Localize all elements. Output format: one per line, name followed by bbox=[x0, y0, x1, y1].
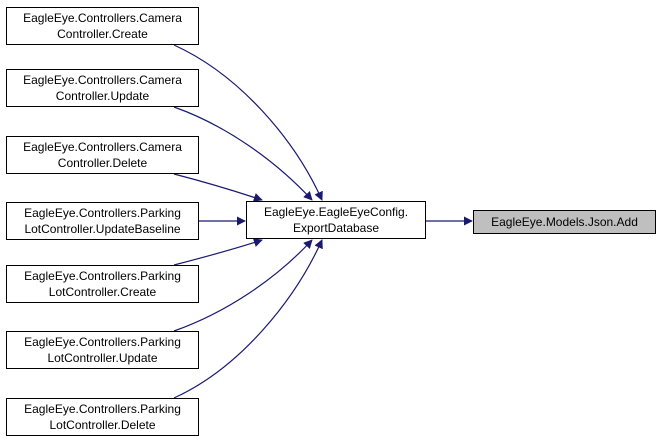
node-label-line: EagleEye.Controllers.Parking bbox=[24, 206, 181, 220]
node-label-line: EagleEye.Controllers.Parking bbox=[24, 335, 181, 349]
node-label-line: EagleEye.Controllers.Parking bbox=[24, 402, 181, 416]
node-label-line: LotController.Create bbox=[48, 285, 157, 299]
node-label-line: EagleEye.EagleEyeConfig. bbox=[263, 205, 409, 219]
node-label-line: EagleEye.Controllers.Camera bbox=[23, 140, 182, 154]
edge-cam-delete bbox=[173, 173, 263, 202]
edge-cam-update bbox=[173, 106, 313, 201]
edge-lot-create bbox=[173, 238, 263, 266]
node-label-line: EagleEye.Models.Json.Add bbox=[491, 215, 638, 229]
node-label-line: Controller.Create bbox=[57, 27, 148, 41]
node-label-line: EagleEye.Controllers.Camera bbox=[23, 73, 182, 87]
edge-lot-update bbox=[173, 239, 313, 332]
node-label-line: LotController.Update bbox=[47, 351, 158, 365]
node-label-line: Controller.Update bbox=[55, 89, 150, 103]
edge-cam-create bbox=[173, 44, 323, 201]
edge-lot-delete bbox=[173, 239, 323, 399]
node-label-line: Controller.Delete bbox=[57, 156, 148, 170]
node-label-line: LotController.Delete bbox=[49, 418, 156, 432]
node-label-line: ExportDatabase bbox=[292, 221, 380, 235]
node-label-line: EagleEye.Controllers.Parking bbox=[24, 269, 181, 283]
node-eagleeyeconfig-exportdatabase[interactable]: EagleEye.EagleEyeConfig. ExportDatabase bbox=[246, 201, 426, 239]
node-json-add-current: EagleEye.Models.Json.Add bbox=[473, 210, 656, 234]
node-label-line: LotController.UpdateBaseline bbox=[24, 222, 181, 236]
node-label-line: EagleEye.Controllers.Camera bbox=[23, 11, 182, 25]
